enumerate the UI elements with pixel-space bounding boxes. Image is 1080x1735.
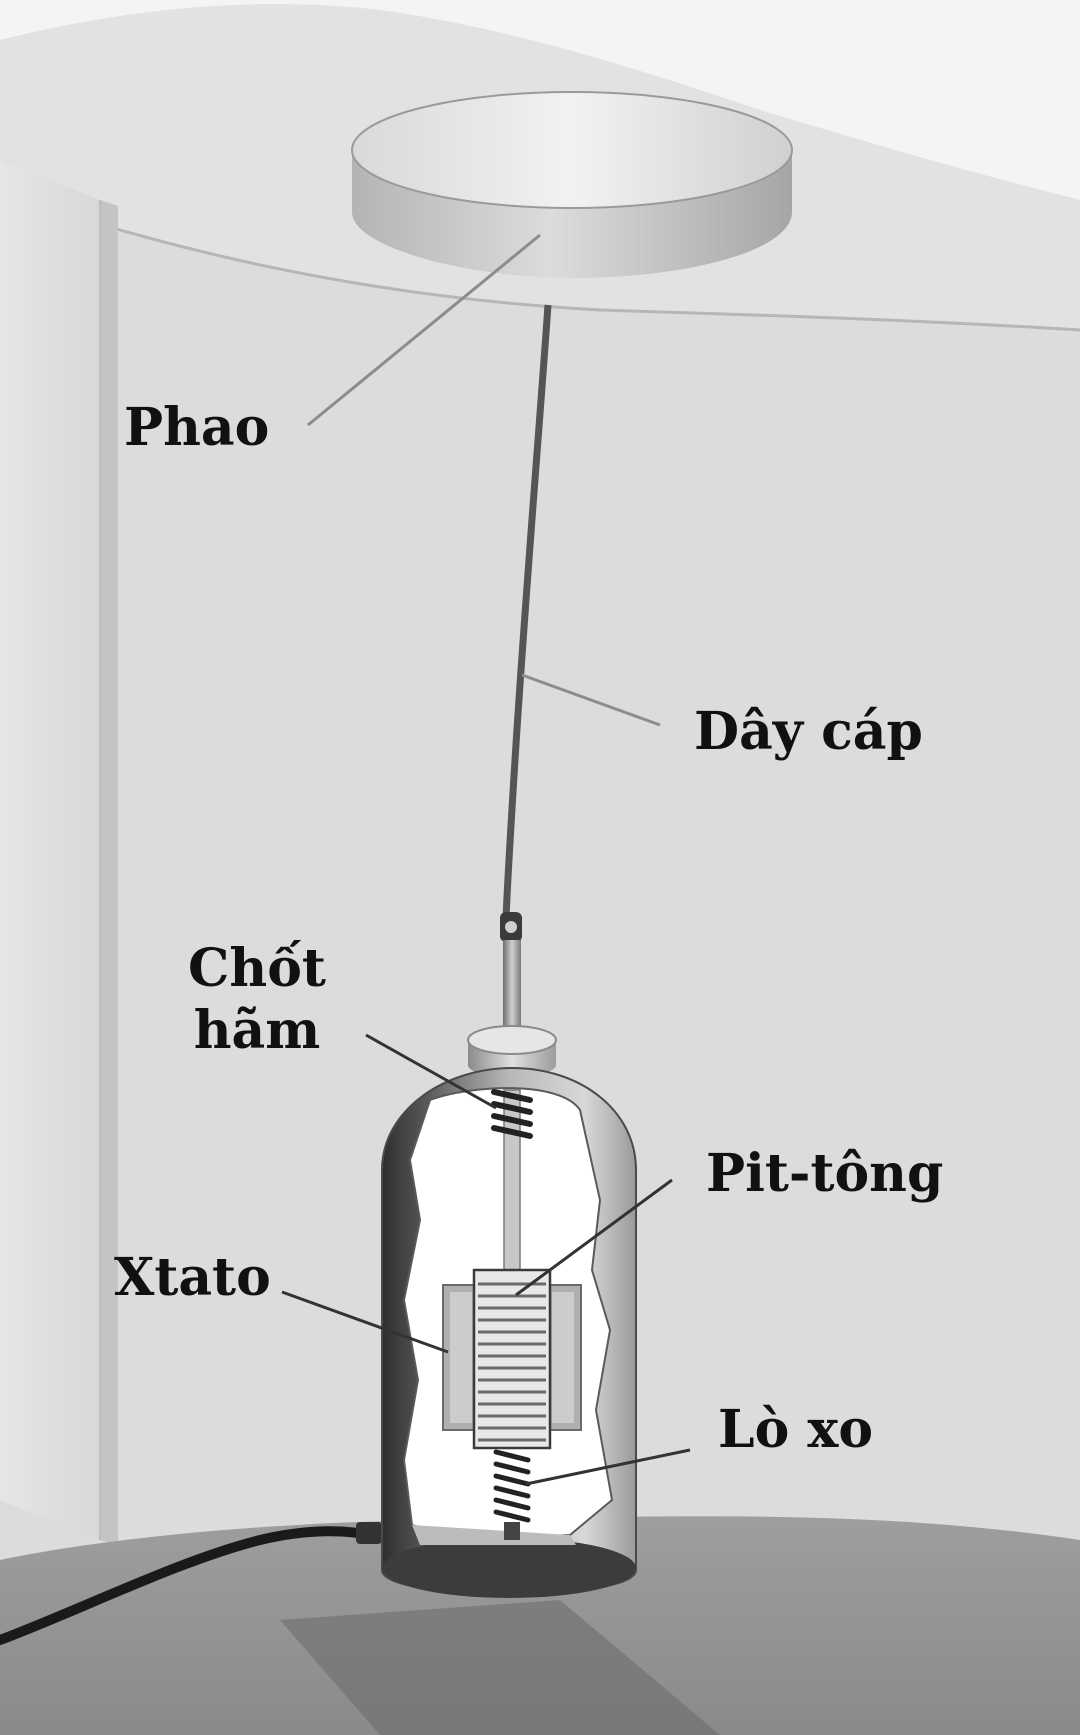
locking-pin-spring: [491, 1089, 533, 1139]
label-chot-ham: Chốt hãm: [188, 938, 326, 1062]
cylinder-base: [382, 1538, 636, 1598]
return-spring: [493, 1449, 531, 1523]
stator-left-plate: [450, 1292, 472, 1423]
left-wall: [0, 160, 100, 1540]
day-cap-leader-line: [521, 673, 661, 727]
label-chot-ham-line1: Chốt: [188, 938, 326, 999]
pit-tong-leader-line: [515, 1178, 673, 1297]
left-wall-edge: [100, 200, 118, 1546]
phao-leader-line: [307, 233, 541, 427]
water-surface: [0, 0, 1080, 200]
tether-cable: [502, 304, 552, 921]
piston-rod: [503, 940, 521, 1035]
label-xtato: Xtato: [114, 1247, 271, 1308]
xtato-leader-line: [281, 1290, 449, 1354]
piston-coil-rings: [478, 1282, 546, 1442]
piston: [472, 1268, 552, 1450]
label-day-cap: Dây cáp: [694, 701, 923, 762]
spring-anchor: [504, 1522, 520, 1540]
label-pit-tong: Pit-tông: [706, 1143, 944, 1204]
label-phao: Phao: [124, 397, 270, 458]
lo-xo-leader-line: [525, 1448, 691, 1486]
cable-connector: [356, 1522, 382, 1544]
float-body: [351, 91, 793, 209]
label-lo-xo: Lò xo: [718, 1399, 874, 1460]
cylinder-cap: [467, 1025, 557, 1055]
stator-right-plate: [552, 1292, 574, 1423]
power-cable: [0, 1526, 377, 1645]
label-chot-ham-line2: hãm: [193, 1000, 321, 1061]
shackle-pin: [505, 921, 517, 933]
chot-ham-leader-line: [365, 1033, 497, 1110]
cutaway-floor: [412, 1525, 576, 1545]
cylinder-shadow: [280, 1600, 720, 1735]
